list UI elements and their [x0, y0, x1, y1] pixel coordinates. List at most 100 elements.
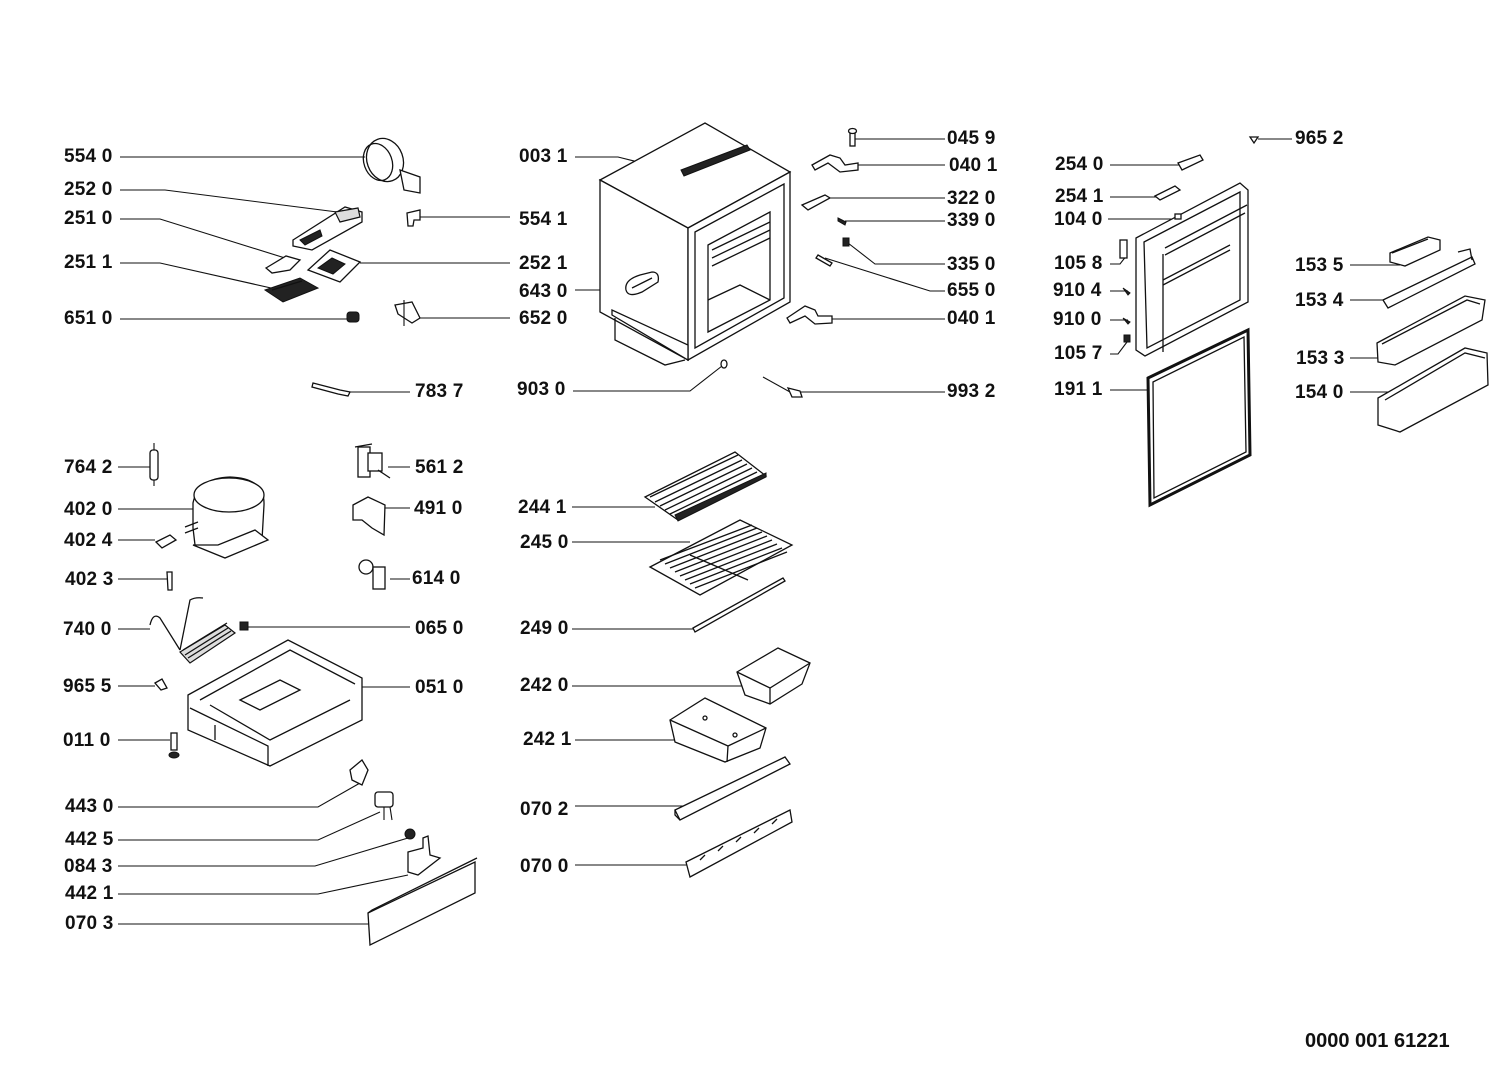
label-040-1-upper: 040 1 — [949, 155, 998, 176]
label-903-0: 903 0 — [517, 379, 566, 400]
label-965-2: 965 2 — [1295, 128, 1344, 149]
part-base-tray — [187, 639, 363, 767]
label-252-1: 252 1 — [519, 253, 568, 274]
part-egg-tray — [1389, 236, 1441, 267]
label-254-0: 254 0 — [1055, 154, 1104, 175]
label-065-0: 065 0 — [415, 618, 464, 639]
label-003-1: 003 1 — [519, 146, 568, 167]
label-245-0: 245 0 — [520, 532, 569, 553]
part-relay — [354, 443, 391, 479]
part-screw-910-0 — [1122, 317, 1131, 325]
part-lower-hinge — [786, 305, 833, 325]
part-door-gasket — [1146, 327, 1252, 508]
label-244-1: 244 1 — [518, 497, 567, 518]
part-drain-plug — [720, 359, 728, 369]
part-relay-cover — [352, 496, 386, 537]
part-motor-bracket — [407, 835, 442, 876]
part-crisper-drawer — [669, 697, 767, 763]
part-lamp-cover — [264, 255, 302, 274]
part-hinge-pin — [847, 127, 858, 147]
label-051-0: 051 0 — [415, 677, 464, 698]
label-249-0: 249 0 — [520, 618, 569, 639]
part-door-shelf — [1376, 295, 1486, 366]
part-bracket — [800, 194, 832, 211]
label-655-0: 655 0 — [947, 280, 996, 301]
label-322-0: 322 0 — [947, 188, 996, 209]
label-402-4: 402 4 — [64, 530, 113, 551]
label-335-0: 335 0 — [947, 254, 996, 275]
part-drain-tube — [815, 254, 833, 267]
label-442-1: 442 1 — [65, 883, 114, 904]
part-foot — [168, 732, 180, 759]
part-fan-motor — [374, 791, 394, 821]
label-443-0: 443 0 — [65, 796, 114, 817]
label-154-0: 154 0 — [1295, 382, 1344, 403]
part-bottle-shelf — [1377, 347, 1489, 433]
leader-lines — [118, 138, 1405, 925]
label-965-5: 965 5 — [63, 676, 112, 697]
label-252-0: 252 0 — [64, 179, 113, 200]
part-cable-tie — [762, 376, 803, 398]
label-651-0: 651 0 — [64, 308, 113, 329]
part-bottle-retainer — [1382, 248, 1476, 309]
label-910-4: 910 4 — [1053, 280, 1102, 301]
label-614-0: 614 0 — [412, 568, 461, 589]
label-105-8: 105 8 — [1054, 253, 1103, 274]
label-339-0: 339 0 — [947, 210, 996, 231]
label-993-2: 993 2 — [947, 381, 996, 402]
label-040-1-lower: 040 1 — [947, 308, 996, 329]
label-643-0: 643 0 — [519, 281, 568, 302]
part-screw-910-4 — [1122, 287, 1131, 296]
part-kick-plate — [367, 857, 478, 947]
label-554-1: 554 1 — [519, 209, 568, 230]
label-045-9: 045 9 — [947, 128, 996, 149]
part-lamp-grille — [263, 277, 320, 303]
label-251-0: 251 0 — [64, 208, 113, 229]
label-070-2: 070 2 — [520, 799, 569, 820]
part-fan-blade — [349, 759, 369, 786]
part-door — [1135, 182, 1249, 357]
label-153-3: 153 3 — [1296, 348, 1345, 369]
label-254-1: 254 1 — [1055, 186, 1104, 207]
part-door-stop — [1119, 239, 1128, 259]
part-shelf-trim — [692, 577, 786, 633]
part-bushing — [1123, 334, 1131, 343]
part-lamp-housing — [292, 206, 363, 251]
part-lamp-base — [306, 249, 362, 283]
label-402-3: 402 3 — [65, 569, 114, 590]
label-070-3: 070 3 — [65, 913, 114, 934]
part-clip — [406, 209, 421, 227]
part-screw-339 — [837, 217, 847, 226]
part-lamp-holder — [394, 300, 421, 326]
label-084-3: 084 3 — [64, 856, 113, 877]
part-sensor-probe — [311, 382, 351, 397]
part-upper-hinge — [811, 154, 859, 173]
part-mounting-pin — [166, 571, 173, 591]
part-door-handle — [1177, 154, 1204, 171]
label-442-5: 442 5 — [65, 829, 114, 850]
part-ventilation-strip — [685, 809, 793, 878]
part-small-crisper — [736, 647, 811, 705]
label-251-1: 251 1 — [64, 252, 113, 273]
label-242-0: 242 0 — [520, 675, 569, 696]
part-condenser — [149, 597, 237, 664]
label-011-0: 011 0 — [63, 730, 111, 751]
part-cap — [1248, 136, 1260, 145]
label-783-7: 783 7 — [415, 381, 464, 402]
document-number: 0000 001 61221 — [1305, 1030, 1450, 1052]
part-overload-protector — [358, 559, 386, 590]
part-bulb — [346, 311, 360, 323]
label-105-7: 105 7 — [1054, 343, 1103, 364]
label-652-0: 652 0 — [519, 308, 568, 329]
label-242-1: 242 1 — [523, 729, 572, 750]
label-764-2: 764 2 — [64, 457, 113, 478]
label-104-0: 104 0 — [1054, 209, 1103, 230]
part-spacer — [842, 237, 850, 247]
label-402-0: 402 0 — [64, 499, 113, 520]
label-070-0: 070 0 — [520, 856, 569, 877]
part-wire-shelf — [648, 519, 794, 596]
part-compressor-clip — [154, 534, 178, 549]
label-153-5: 153 5 — [1295, 255, 1344, 276]
part-handle-bracket — [1153, 185, 1182, 201]
